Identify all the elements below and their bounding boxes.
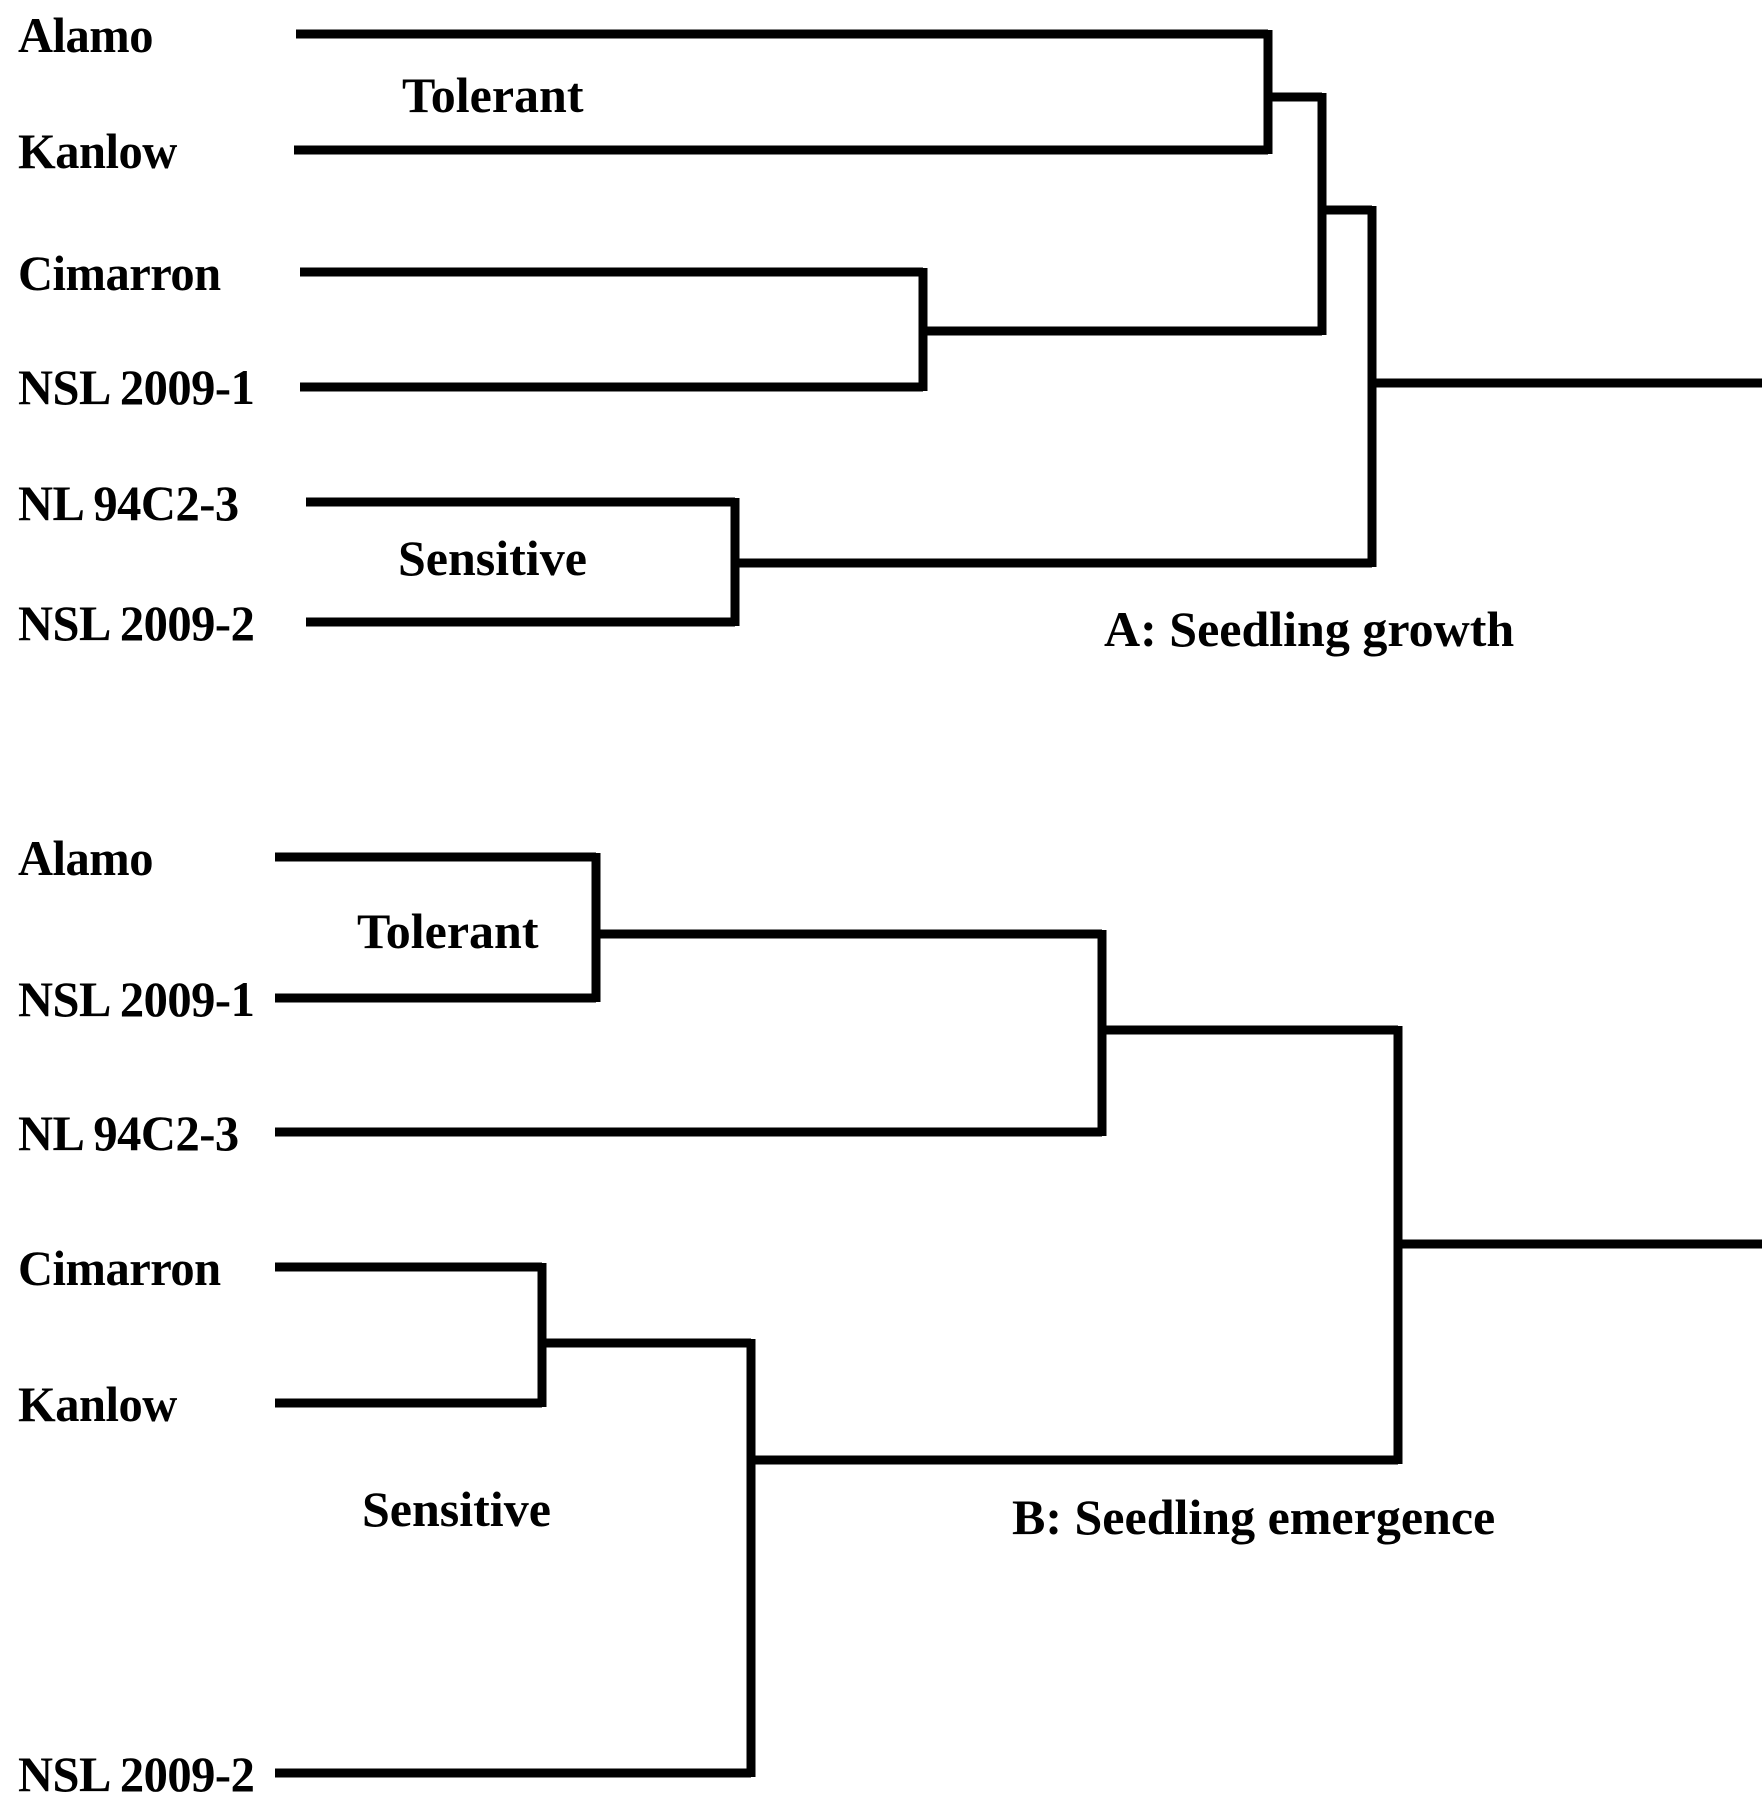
- cluster-label-sensitive-a: Sensitive: [398, 530, 587, 586]
- leaf-label-nl94c2-3-b: NL 94C2-3: [18, 1105, 239, 1161]
- leaf-label-nsl2009-2-a: NSL 2009-2: [18, 595, 255, 651]
- leaf-label-alamo-b: Alamo: [18, 830, 153, 886]
- panel-caption-b: B: Seedling emergence: [1012, 1489, 1496, 1545]
- leaf-label-cimarron-b: Cimarron: [18, 1240, 221, 1296]
- leaf-label-cimarron-a: Cimarron: [18, 245, 221, 301]
- panel-caption-a: A: Seedling growth: [1104, 601, 1515, 657]
- leaf-label-kanlow-b: Kanlow: [18, 1376, 177, 1432]
- cluster-label-tolerant-b: Tolerant: [357, 903, 539, 959]
- leaf-label-nl94c2-3-a: NL 94C2-3: [18, 475, 239, 531]
- leaf-label-alamo-a: Alamo: [18, 7, 153, 63]
- leaf-label-nsl2009-2-b: NSL 2009-2: [18, 1746, 255, 1795]
- leaf-label-nsl2009-1-a: NSL 2009-1: [18, 359, 255, 415]
- leaf-label-kanlow-a: Kanlow: [18, 123, 177, 179]
- cluster-label-tolerant-a: Tolerant: [402, 67, 584, 123]
- cluster-label-sensitive-b: Sensitive: [362, 1481, 551, 1537]
- leaf-label-nsl2009-1-b: NSL 2009-1: [18, 971, 255, 1027]
